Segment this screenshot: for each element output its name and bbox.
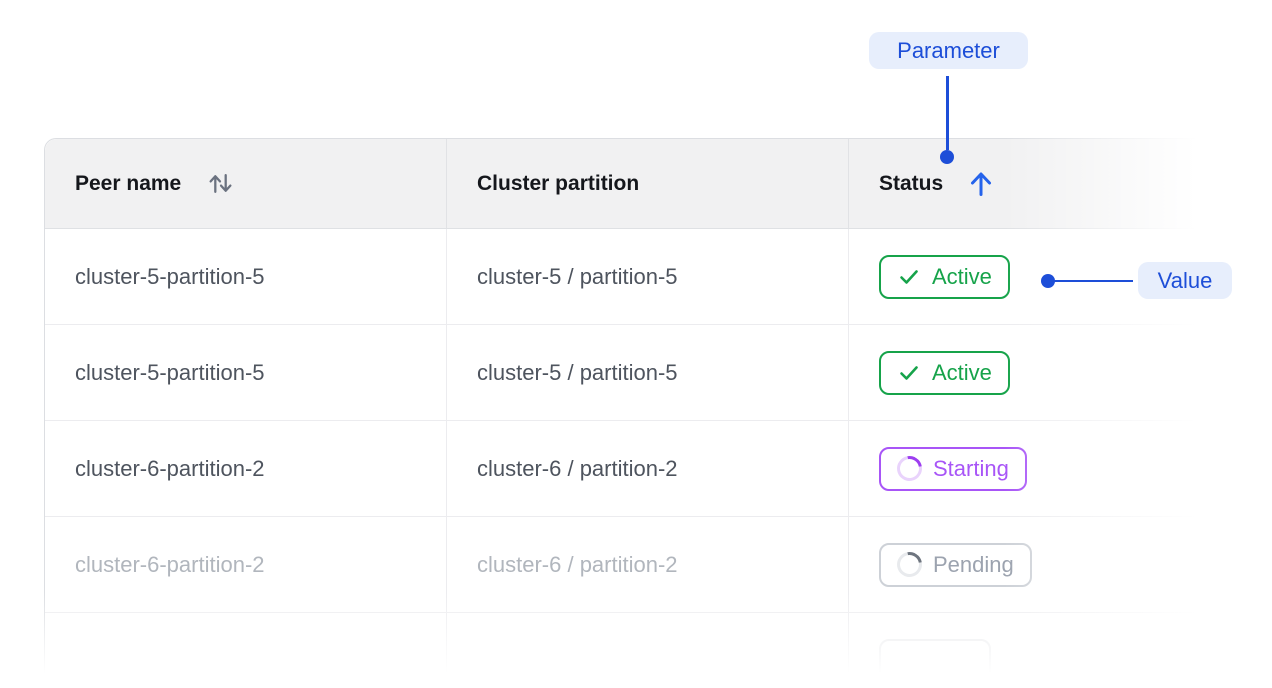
peers-table: Peer name Cluster partition Status xyxy=(44,138,1210,688)
peer-name-cell: cluster-5-partition-5 xyxy=(45,229,447,324)
status-cell: Pending xyxy=(849,517,1210,612)
parameter-connector-line xyxy=(946,76,949,150)
status-cell: Active xyxy=(849,229,1210,324)
spinner-icon xyxy=(892,451,927,486)
status-badge xyxy=(879,638,991,683)
peer-name-cell: cluster-6-partition-2 xyxy=(45,517,447,612)
status-badge: Active xyxy=(879,350,1010,395)
column-label-cluster-partition: Cluster partition xyxy=(477,171,640,195)
cluster-partition-cell: cluster-5 / partition-5 xyxy=(447,325,849,420)
peer-name-cell xyxy=(45,613,447,688)
table-header-row: Peer name Cluster partition Status xyxy=(45,139,1210,229)
column-header-status[interactable]: Status xyxy=(849,139,1210,228)
status-label: Pending xyxy=(933,551,1014,577)
value-connector-line xyxy=(1053,279,1133,282)
parameter-callout-label: Parameter xyxy=(869,32,1028,69)
status-label: Active xyxy=(932,263,992,289)
table-row: cluster-6-partition-2 cluster-6 / partit… xyxy=(45,517,1210,613)
table-row: cluster-5-partition-5 cluster-5 / partit… xyxy=(45,229,1210,325)
value-callout-label: Value xyxy=(1138,262,1232,299)
column-label-peer-name: Peer name xyxy=(75,171,182,195)
status-cell: Starting xyxy=(849,421,1210,516)
sort-up-icon[interactable] xyxy=(969,170,993,197)
status-cell xyxy=(849,613,1210,688)
column-header-peer-name[interactable]: Peer name xyxy=(45,139,447,228)
peer-name-cell: cluster-5-partition-5 xyxy=(45,325,447,420)
cluster-partition-cell: cluster-6 / partition-2 xyxy=(447,517,849,612)
status-cell: Active xyxy=(849,325,1210,420)
column-header-cluster-partition[interactable]: Cluster partition xyxy=(447,139,849,228)
check-icon xyxy=(897,265,921,289)
spinner-icon xyxy=(892,547,927,582)
table-row: cluster-6-partition-2 cluster-6 / partit… xyxy=(45,421,1210,517)
peer-name-cell: cluster-6-partition-2 xyxy=(45,421,447,516)
table-row: cluster-5-partition-5 cluster-5 / partit… xyxy=(45,325,1210,421)
cluster-partition-cell xyxy=(447,613,849,688)
status-badge: Active xyxy=(879,254,1010,299)
status-label: Starting xyxy=(933,455,1009,481)
cluster-partition-cell: cluster-5 / partition-5 xyxy=(447,229,849,324)
status-label: Active xyxy=(932,359,992,385)
status-badge: Starting xyxy=(879,446,1027,491)
column-label-status: Status xyxy=(879,171,944,195)
cluster-partition-cell: cluster-6 / partition-2 xyxy=(447,421,849,516)
sort-updown-icon[interactable] xyxy=(207,170,234,197)
check-icon xyxy=(897,361,921,385)
status-badge: Pending xyxy=(879,542,1032,587)
parameter-connector-dot xyxy=(940,150,954,164)
table-row xyxy=(45,613,1210,688)
